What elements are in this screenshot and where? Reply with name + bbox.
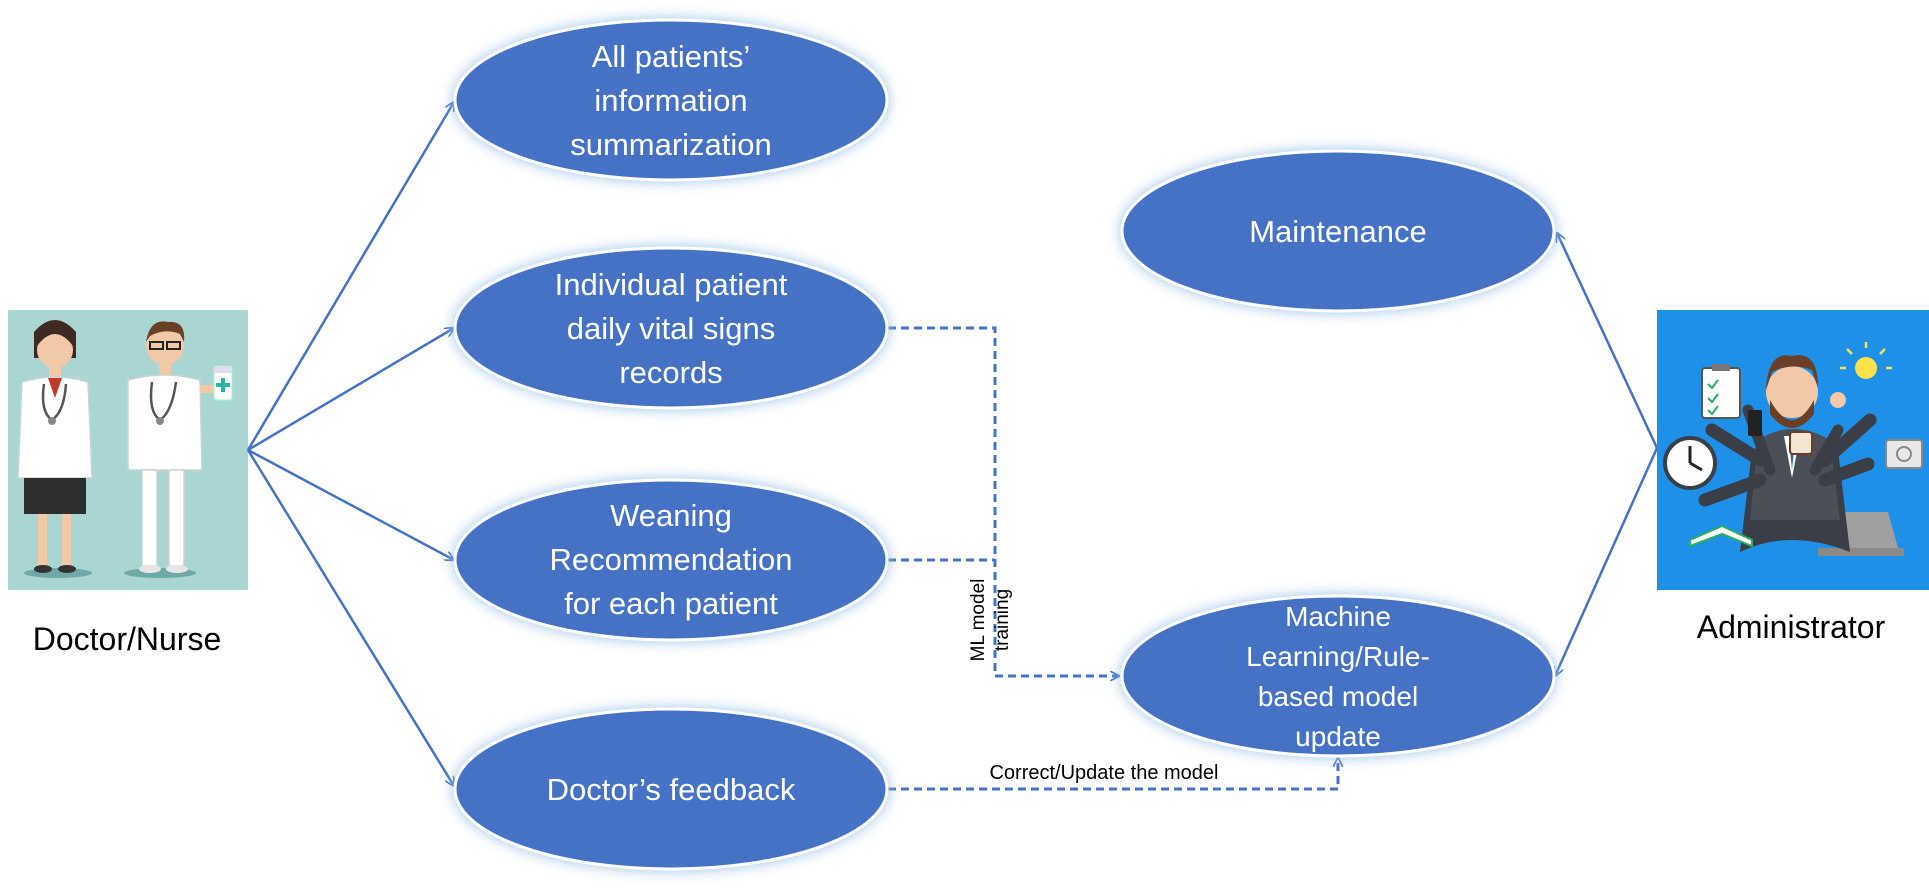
arrow-to-weaning xyxy=(247,448,454,560)
arrow-to-summary xyxy=(246,102,454,451)
vitals-line-3: records xyxy=(619,355,722,390)
summary-line-2: information xyxy=(594,83,747,118)
summary-line-1: All patients’ xyxy=(592,39,751,74)
training-flow-vitals xyxy=(888,326,1119,676)
busy-administrator-illustration-icon xyxy=(1657,310,1929,590)
ml-training-label-line-2: training xyxy=(992,589,1013,651)
model-update-line-2: Learning/Rule- xyxy=(1246,641,1430,672)
vitals-line-2: daily vital signs xyxy=(567,311,775,346)
model-update-line-1: Machine xyxy=(1285,601,1391,632)
summary-line-3: summarization xyxy=(570,127,772,162)
model-update-line-3: based model xyxy=(1258,681,1418,712)
use-case-feedback: Doctor’s feedback xyxy=(453,707,889,871)
doctor-nurse-label: Doctor/Nurse xyxy=(33,621,222,657)
ml-training-label-line-1: ML model xyxy=(968,579,989,662)
dashed-flows xyxy=(888,326,1338,791)
model-update-line-4: update xyxy=(1295,721,1381,752)
weaning-line-1: Weaning xyxy=(610,498,732,533)
use-case-weaning: Weaning Recommendation for each patient xyxy=(453,478,889,642)
arrow-to-model-update xyxy=(1555,447,1659,676)
feedback-line-1: Doctor’s feedback xyxy=(547,772,796,807)
correct-update-label: Correct/Update the model xyxy=(989,762,1218,784)
use-case-summary: All patients’ information summarization xyxy=(453,18,889,182)
arrow-to-feedback xyxy=(246,449,454,786)
doctor-nurse-illustration-icon xyxy=(8,310,248,590)
administrator-label: Administrator xyxy=(1697,609,1886,645)
arrow-to-maintenance xyxy=(1557,233,1659,449)
ml-training-label: ML model training xyxy=(968,579,1013,662)
weaning-line-3: for each patient xyxy=(564,586,778,621)
use-case-vitals: Individual patient daily vital signs rec… xyxy=(453,246,889,410)
use-case-maintenance: Maintenance xyxy=(1120,149,1556,313)
maintenance-line-1: Maintenance xyxy=(1249,214,1427,249)
weaning-line-2: Recommendation xyxy=(550,542,793,577)
arrow-to-vitals xyxy=(247,328,454,452)
feedback-correction-flow xyxy=(888,758,1338,791)
use-case-model-update: Machine Learning/Rule- based model updat… xyxy=(1120,594,1556,758)
vitals-line-1: Individual patient xyxy=(555,267,788,302)
association-arrows xyxy=(246,102,1659,786)
